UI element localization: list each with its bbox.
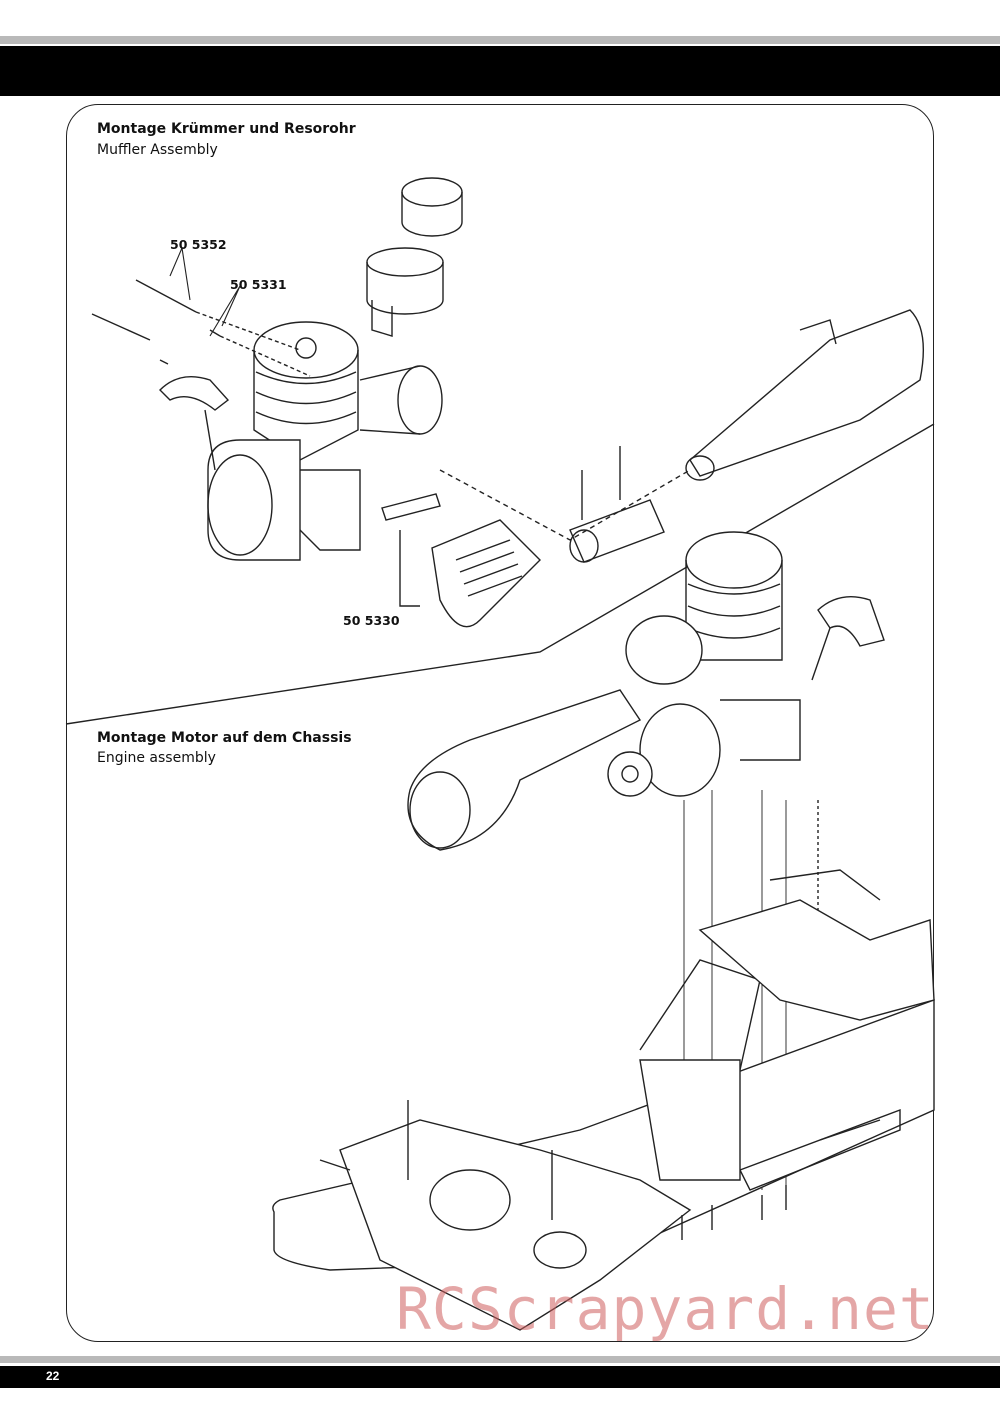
part-callout-washers: 50 5331: [230, 277, 287, 292]
muffler-assembly-drawing: [91, 177, 925, 628]
footer-bar: [0, 1366, 1000, 1388]
engine-chassis-drawing: [272, 531, 935, 1331]
header-stripe: [0, 36, 1000, 44]
header-bar: [0, 46, 1000, 96]
section-divider: [65, 423, 935, 725]
part-callout-screws: 50 5352: [170, 237, 227, 252]
part-callout-gasket: 50 5330: [343, 613, 400, 628]
muffler-section-title: Montage Krümmer und Resorohr: [97, 121, 356, 137]
engine-section-subtitle: Engine assembly: [97, 750, 216, 766]
muffler-section-subtitle: Muffler Assembly: [97, 142, 218, 158]
page-number: 22: [46, 1369, 60, 1383]
site-watermark: RCScrapyard.net: [396, 1275, 935, 1343]
content-frame: [66, 104, 934, 1342]
engine-section-title: Montage Motor auf dem Chassis: [97, 730, 352, 746]
footer-stripe: [0, 1356, 1000, 1363]
